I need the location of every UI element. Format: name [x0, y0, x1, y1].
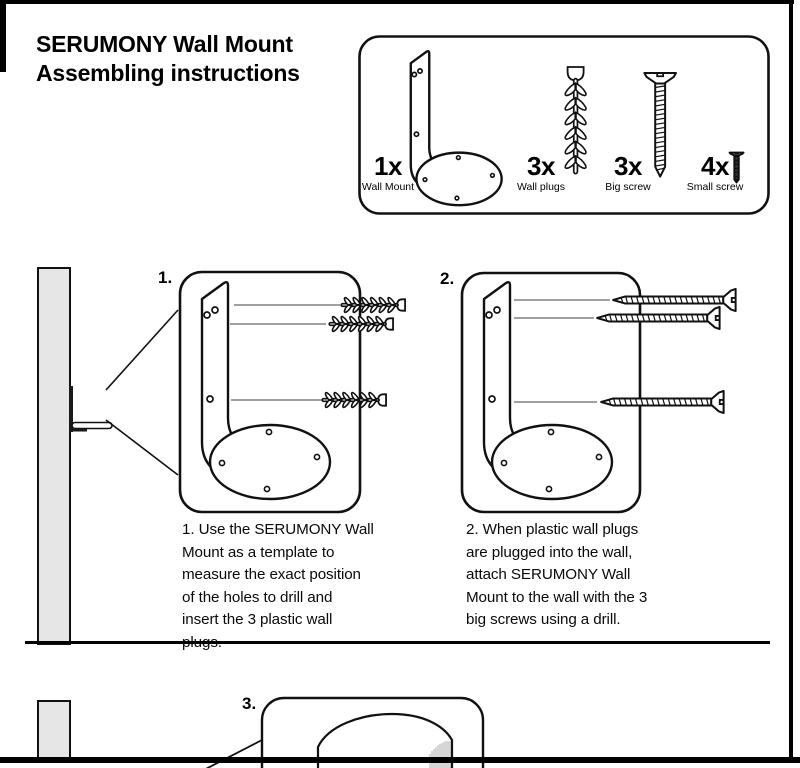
part-qty: 4x — [701, 151, 729, 181]
part-qty: 3x — [527, 151, 555, 181]
part-qty: 3x — [614, 151, 642, 181]
page-title: SERUMONY Wall Mount Assembling instructi… — [36, 31, 300, 86]
section-divider — [25, 641, 770, 645]
step-2-diagram — [460, 271, 737, 514]
part-name: Big screw — [605, 181, 651, 193]
part-qty: 1x — [374, 151, 402, 181]
parts-box — [358, 35, 770, 215]
part-wall-mount: 1x Wall Mount — [352, 153, 424, 193]
page-border-left — [0, 0, 6, 72]
page-border-bottom — [0, 757, 800, 763]
leader-lines — [230, 304, 340, 401]
part-wall-plugs: 3x Wall plugs — [505, 153, 577, 193]
step-1-label: 1. — [158, 268, 173, 287]
zoom-lines — [205, 739, 263, 768]
part-big-screw: 3x Big screw — [592, 153, 664, 193]
device-dome-outline — [316, 712, 454, 768]
part-small-screw: 4x Small screw — [679, 153, 751, 193]
step-1-text: 1. Use the SERUMONY Wall Mount as a temp… — [182, 521, 374, 651]
page-border-right — [789, 0, 793, 763]
step-2-text: 2. When plastic wall plugs are plugged i… — [466, 521, 648, 629]
wall — [37, 700, 71, 762]
zoom-lines — [105, 309, 179, 476]
part-name: Wall Mount — [361, 181, 415, 193]
bracket-side-view — [69, 386, 73, 432]
wall-section — [37, 267, 179, 645]
bracket-shadow — [73, 429, 87, 432]
step-3-diagram — [37, 696, 485, 768]
page-border-top — [0, 0, 794, 4]
step-3-label: 3. — [242, 694, 257, 713]
part-name: Wall plugs — [516, 181, 566, 193]
part-name: Small screw — [686, 181, 744, 193]
step-2-label: 2. — [440, 269, 455, 288]
wall — [37, 267, 71, 645]
step-1-diagram — [178, 270, 430, 514]
bracket-shelf — [71, 421, 113, 430]
leader-lines — [514, 299, 610, 403]
